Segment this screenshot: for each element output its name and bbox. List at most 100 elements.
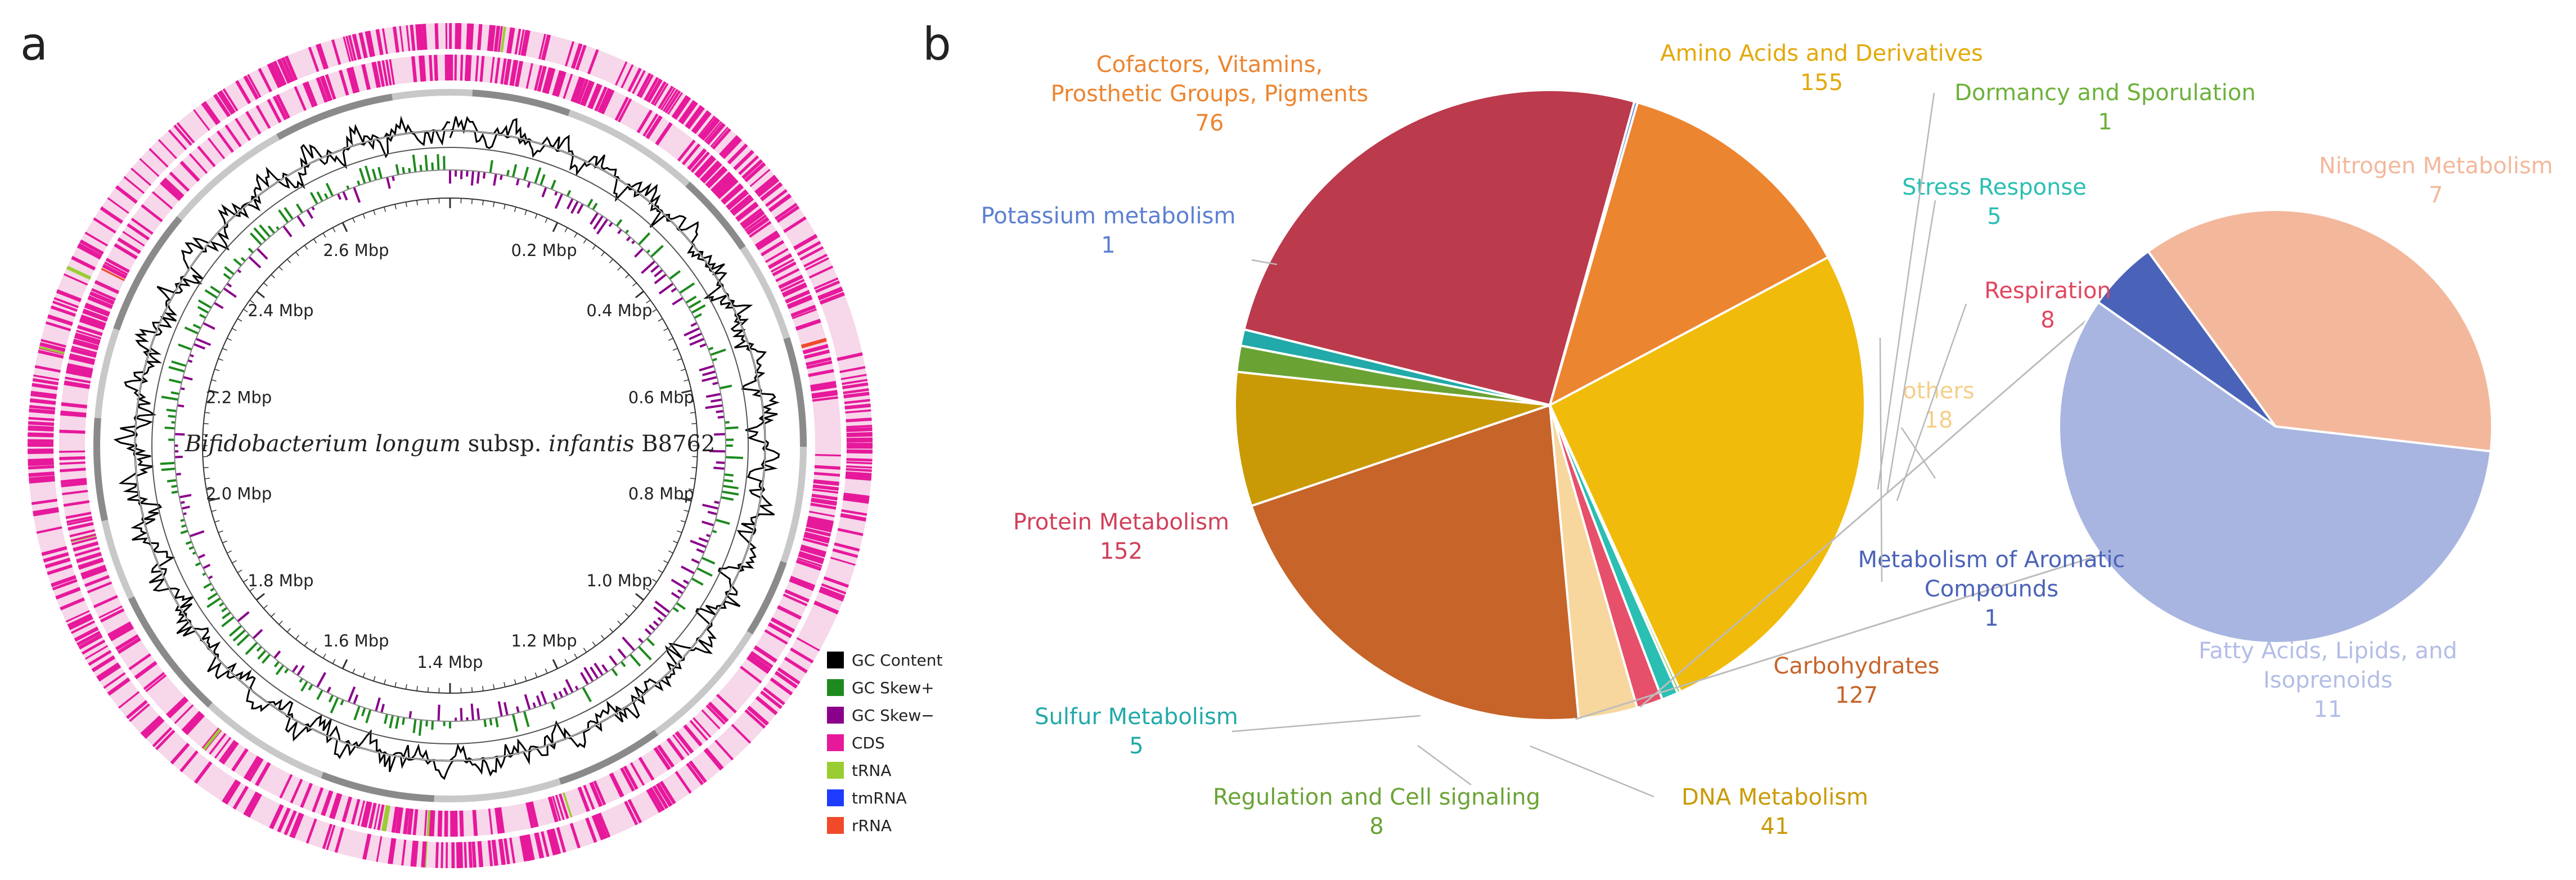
cds-forward-bar bbox=[477, 841, 482, 868]
contig-segment bbox=[113, 216, 182, 331]
gc-skew-negative bbox=[690, 540, 707, 549]
gc-skew-positive bbox=[679, 282, 695, 294]
scale-label: 2.6 Mbp bbox=[323, 241, 389, 260]
cds-forward-bar bbox=[140, 715, 161, 735]
scale-tick bbox=[394, 682, 397, 688]
contig-segment bbox=[747, 560, 787, 635]
cds-reverse-bar bbox=[554, 70, 565, 97]
cds-forward-bar bbox=[632, 70, 646, 95]
cds-reverse-bar bbox=[801, 338, 827, 349]
gc-skew-positive bbox=[720, 496, 734, 501]
scale-tick bbox=[601, 252, 605, 257]
gc-skew-negative bbox=[711, 398, 722, 403]
cds-forward-bar bbox=[843, 492, 870, 500]
gc-skew-positive bbox=[236, 633, 250, 646]
cds-forward-bar bbox=[727, 143, 747, 164]
panel-label-b: b bbox=[923, 18, 951, 70]
cds-forward-bar bbox=[570, 43, 583, 69]
pie-chart-secondary bbox=[2058, 209, 2493, 644]
cds-forward-bar bbox=[784, 657, 808, 674]
scale-tick bbox=[373, 676, 376, 681]
cds-forward-bar bbox=[705, 747, 724, 769]
gc-skew-negative bbox=[527, 181, 531, 188]
cds-forward-bar bbox=[417, 24, 424, 51]
scale-tick bbox=[206, 401, 212, 403]
scale-label: 0.8 Mbp bbox=[628, 484, 694, 504]
cds-reverse-bar bbox=[790, 576, 816, 587]
pie-label-name: Isoprenoids bbox=[2263, 667, 2393, 693]
scale-tick bbox=[313, 648, 317, 653]
cds-forward-bar bbox=[43, 552, 69, 563]
cds-forward-bar bbox=[203, 101, 221, 124]
scale-tick bbox=[256, 290, 266, 299]
gc-skew-positive bbox=[206, 597, 221, 608]
gc-skew-positive bbox=[180, 518, 185, 522]
pie-label-name: DNA Metabolism bbox=[1682, 784, 1868, 810]
gc-skew-positive bbox=[171, 484, 178, 488]
gc-skew-positive bbox=[168, 378, 182, 384]
genome-title: Bifidobacterium longum subsp. infantis B… bbox=[185, 431, 716, 457]
gc-skew-positive bbox=[248, 248, 254, 254]
gc-skew-positive bbox=[691, 304, 706, 314]
cds-forward-bar bbox=[28, 463, 54, 466]
cds-forward-bar bbox=[32, 384, 58, 390]
cds-reverse-bar bbox=[426, 810, 431, 836]
cds-reverse-bar bbox=[701, 709, 721, 730]
cds-forward-bar bbox=[44, 558, 71, 569]
scale-tick bbox=[313, 239, 317, 244]
cds-reverse-bar bbox=[792, 308, 817, 320]
gc-skew-positive bbox=[180, 529, 188, 535]
cds-forward-bar bbox=[131, 167, 152, 186]
cds-forward-bar bbox=[774, 203, 798, 220]
scale-tick bbox=[658, 569, 663, 573]
cds-reverse-bar bbox=[267, 98, 282, 123]
cds-reverse-bar bbox=[767, 253, 793, 270]
cds-forward-bar bbox=[41, 339, 66, 348]
gc-skew-positive bbox=[192, 324, 201, 330]
pie-label-name: Respiration bbox=[1984, 278, 2111, 304]
cds-forward-bar bbox=[277, 807, 291, 833]
scale-tick bbox=[493, 201, 495, 208]
cds-reverse-bar bbox=[805, 528, 831, 537]
cds-reverse-bar bbox=[737, 204, 759, 222]
gc-skew-positive bbox=[168, 366, 185, 373]
scale-tick bbox=[211, 379, 217, 382]
cds-reverse-bar bbox=[653, 747, 671, 771]
scale-tick bbox=[384, 679, 386, 685]
gc-skew-negative bbox=[671, 578, 687, 590]
cds-reverse-bar bbox=[750, 650, 774, 668]
cds-reverse-bar bbox=[784, 589, 810, 603]
gc-skew-negative bbox=[699, 343, 707, 348]
cds-reverse-bar bbox=[60, 412, 87, 417]
cds-reverse-bar bbox=[430, 810, 435, 837]
cds-reverse-bar bbox=[66, 518, 93, 526]
gc-skew-positive bbox=[316, 689, 323, 701]
cds-forward-bar bbox=[277, 58, 291, 84]
gc-skew-negative bbox=[654, 600, 671, 613]
gc-skew-negative bbox=[213, 302, 224, 309]
pie-label-name: Nitrogen Metabolism bbox=[2319, 153, 2553, 179]
cds-forward-bar bbox=[509, 28, 515, 54]
cds-reverse-bar bbox=[812, 484, 839, 491]
cds-reverse-bar bbox=[134, 661, 158, 680]
cds-forward-bar bbox=[675, 771, 692, 794]
gc-skew-positive bbox=[688, 300, 702, 309]
scale-tick bbox=[592, 245, 596, 250]
pie-label-value: 5 bbox=[1129, 733, 1143, 759]
cds-forward-bar bbox=[650, 81, 667, 105]
gc-skew-positive bbox=[253, 227, 267, 242]
cds-forward-bar bbox=[830, 556, 856, 566]
cds-forward-bar bbox=[28, 471, 55, 477]
gc-skew-positive bbox=[203, 582, 212, 589]
pie-label-name: Carbohydrates bbox=[1773, 653, 1939, 679]
gc-skew-positive bbox=[719, 384, 732, 390]
cds-reverse-bar bbox=[754, 230, 779, 248]
scale-tick bbox=[295, 635, 299, 640]
scale-tick bbox=[278, 621, 283, 625]
pie-slice bbox=[1234, 370, 1550, 508]
cds-reverse-bar bbox=[716, 693, 737, 713]
scale-tick bbox=[304, 641, 308, 646]
cds-forward-bar bbox=[412, 841, 419, 867]
cds-forward-bar bbox=[837, 352, 863, 361]
